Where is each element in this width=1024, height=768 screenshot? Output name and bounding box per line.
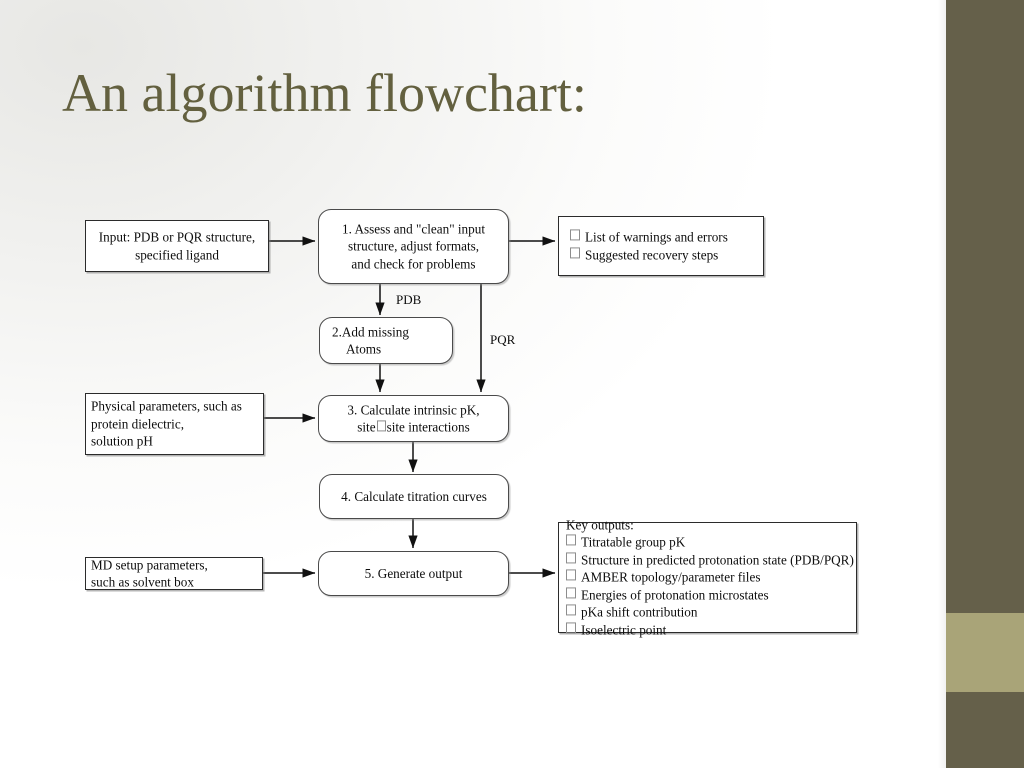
empty-box-glyph-icon bbox=[566, 569, 576, 581]
step-4-calculate-titration-curves[interactable]: 4. Calculate titration curves bbox=[319, 474, 509, 519]
physical-parameters-box[interactable]: Physical parameters, such as protein die… bbox=[85, 393, 264, 455]
input-structure-line-1: Input: PDB or PQR structure, bbox=[98, 229, 256, 245]
empty-box-glyph-icon bbox=[566, 534, 576, 546]
key-outputs-heading: Key outputs: bbox=[566, 516, 634, 532]
empty-box-glyph-icon bbox=[566, 604, 576, 616]
md-setup-line-2: such as solvent box bbox=[91, 574, 194, 590]
key-outputs-item-4: Energies of protonation microstates bbox=[566, 586, 848, 604]
key-outputs-item-5: pKa shift contribution bbox=[566, 604, 848, 622]
edge-label-pdb: PDB bbox=[396, 292, 422, 307]
step-4-line-1: 4. Calculate titration curves bbox=[341, 488, 487, 504]
empty-box-glyph-icon bbox=[566, 622, 576, 634]
physical-parameters-line-2: protein dielectric, bbox=[91, 416, 185, 432]
physical-parameters-line-3: solution pH bbox=[91, 433, 153, 449]
empty-box-glyph-icon bbox=[570, 247, 580, 258]
edge-label-pqr: PQR bbox=[490, 332, 516, 347]
step-2-line-1: 2.Add missing bbox=[332, 323, 409, 339]
input-structure-line-2: specified ligand bbox=[135, 247, 219, 262]
key-outputs-box[interactable]: Key outputs: Titratable group pK Structu… bbox=[558, 517, 857, 637]
step-1-assess-clean[interactable]: 1. Assess and "clean" input structure, a… bbox=[318, 209, 509, 284]
md-setup-line-1: MD setup parameters, bbox=[91, 556, 208, 572]
key-outputs-item-2: Structure in predicted protonation state… bbox=[566, 551, 854, 569]
empty-box-glyph-icon bbox=[566, 587, 576, 599]
decorative-sidebar-band bbox=[946, 613, 1024, 692]
step-5-generate-output[interactable]: 5. Generate output bbox=[318, 551, 509, 596]
page-title: An algorithm flowchart: bbox=[62, 63, 587, 123]
warnings-item-1: List of warnings and errors bbox=[570, 228, 755, 246]
md-setup-parameters-box[interactable]: MD setup parameters, such as solvent box bbox=[85, 557, 263, 590]
key-outputs-item-6: Isoelectric point bbox=[566, 621, 848, 639]
step-1-line-3: and check for problems bbox=[351, 256, 476, 272]
step-3-line-1: 3. Calculate intrinsic pK, bbox=[347, 401, 480, 417]
empty-box-glyph-icon bbox=[566, 552, 576, 564]
sidebar-shadow bbox=[938, 0, 948, 768]
input-structure-box[interactable]: Input: PDB or PQR structure, specified l… bbox=[85, 220, 269, 272]
step-1-line-2: structure, adjust formats, bbox=[347, 238, 480, 254]
empty-box-glyph-icon bbox=[376, 420, 386, 432]
step-2-add-missing-atoms[interactable]: 2.Add missing Atoms bbox=[319, 317, 453, 364]
step-1-line-1: 1. Assess and "clean" input bbox=[342, 221, 485, 237]
step-5-line-1: 5. Generate output bbox=[364, 565, 463, 581]
physical-parameters-line-1: Physical parameters, such as bbox=[91, 398, 242, 414]
empty-box-glyph-icon bbox=[570, 229, 580, 241]
key-outputs-item-3: AMBER topology/parameter files bbox=[566, 569, 848, 587]
step-2-line-2: Atoms bbox=[346, 341, 382, 357]
key-outputs-item-1: Titratable group pK bbox=[566, 534, 848, 552]
warnings-item-2: Suggested recovery steps bbox=[570, 246, 755, 264]
warnings-errors-box[interactable]: List of warnings and errors Suggested re… bbox=[558, 216, 764, 276]
